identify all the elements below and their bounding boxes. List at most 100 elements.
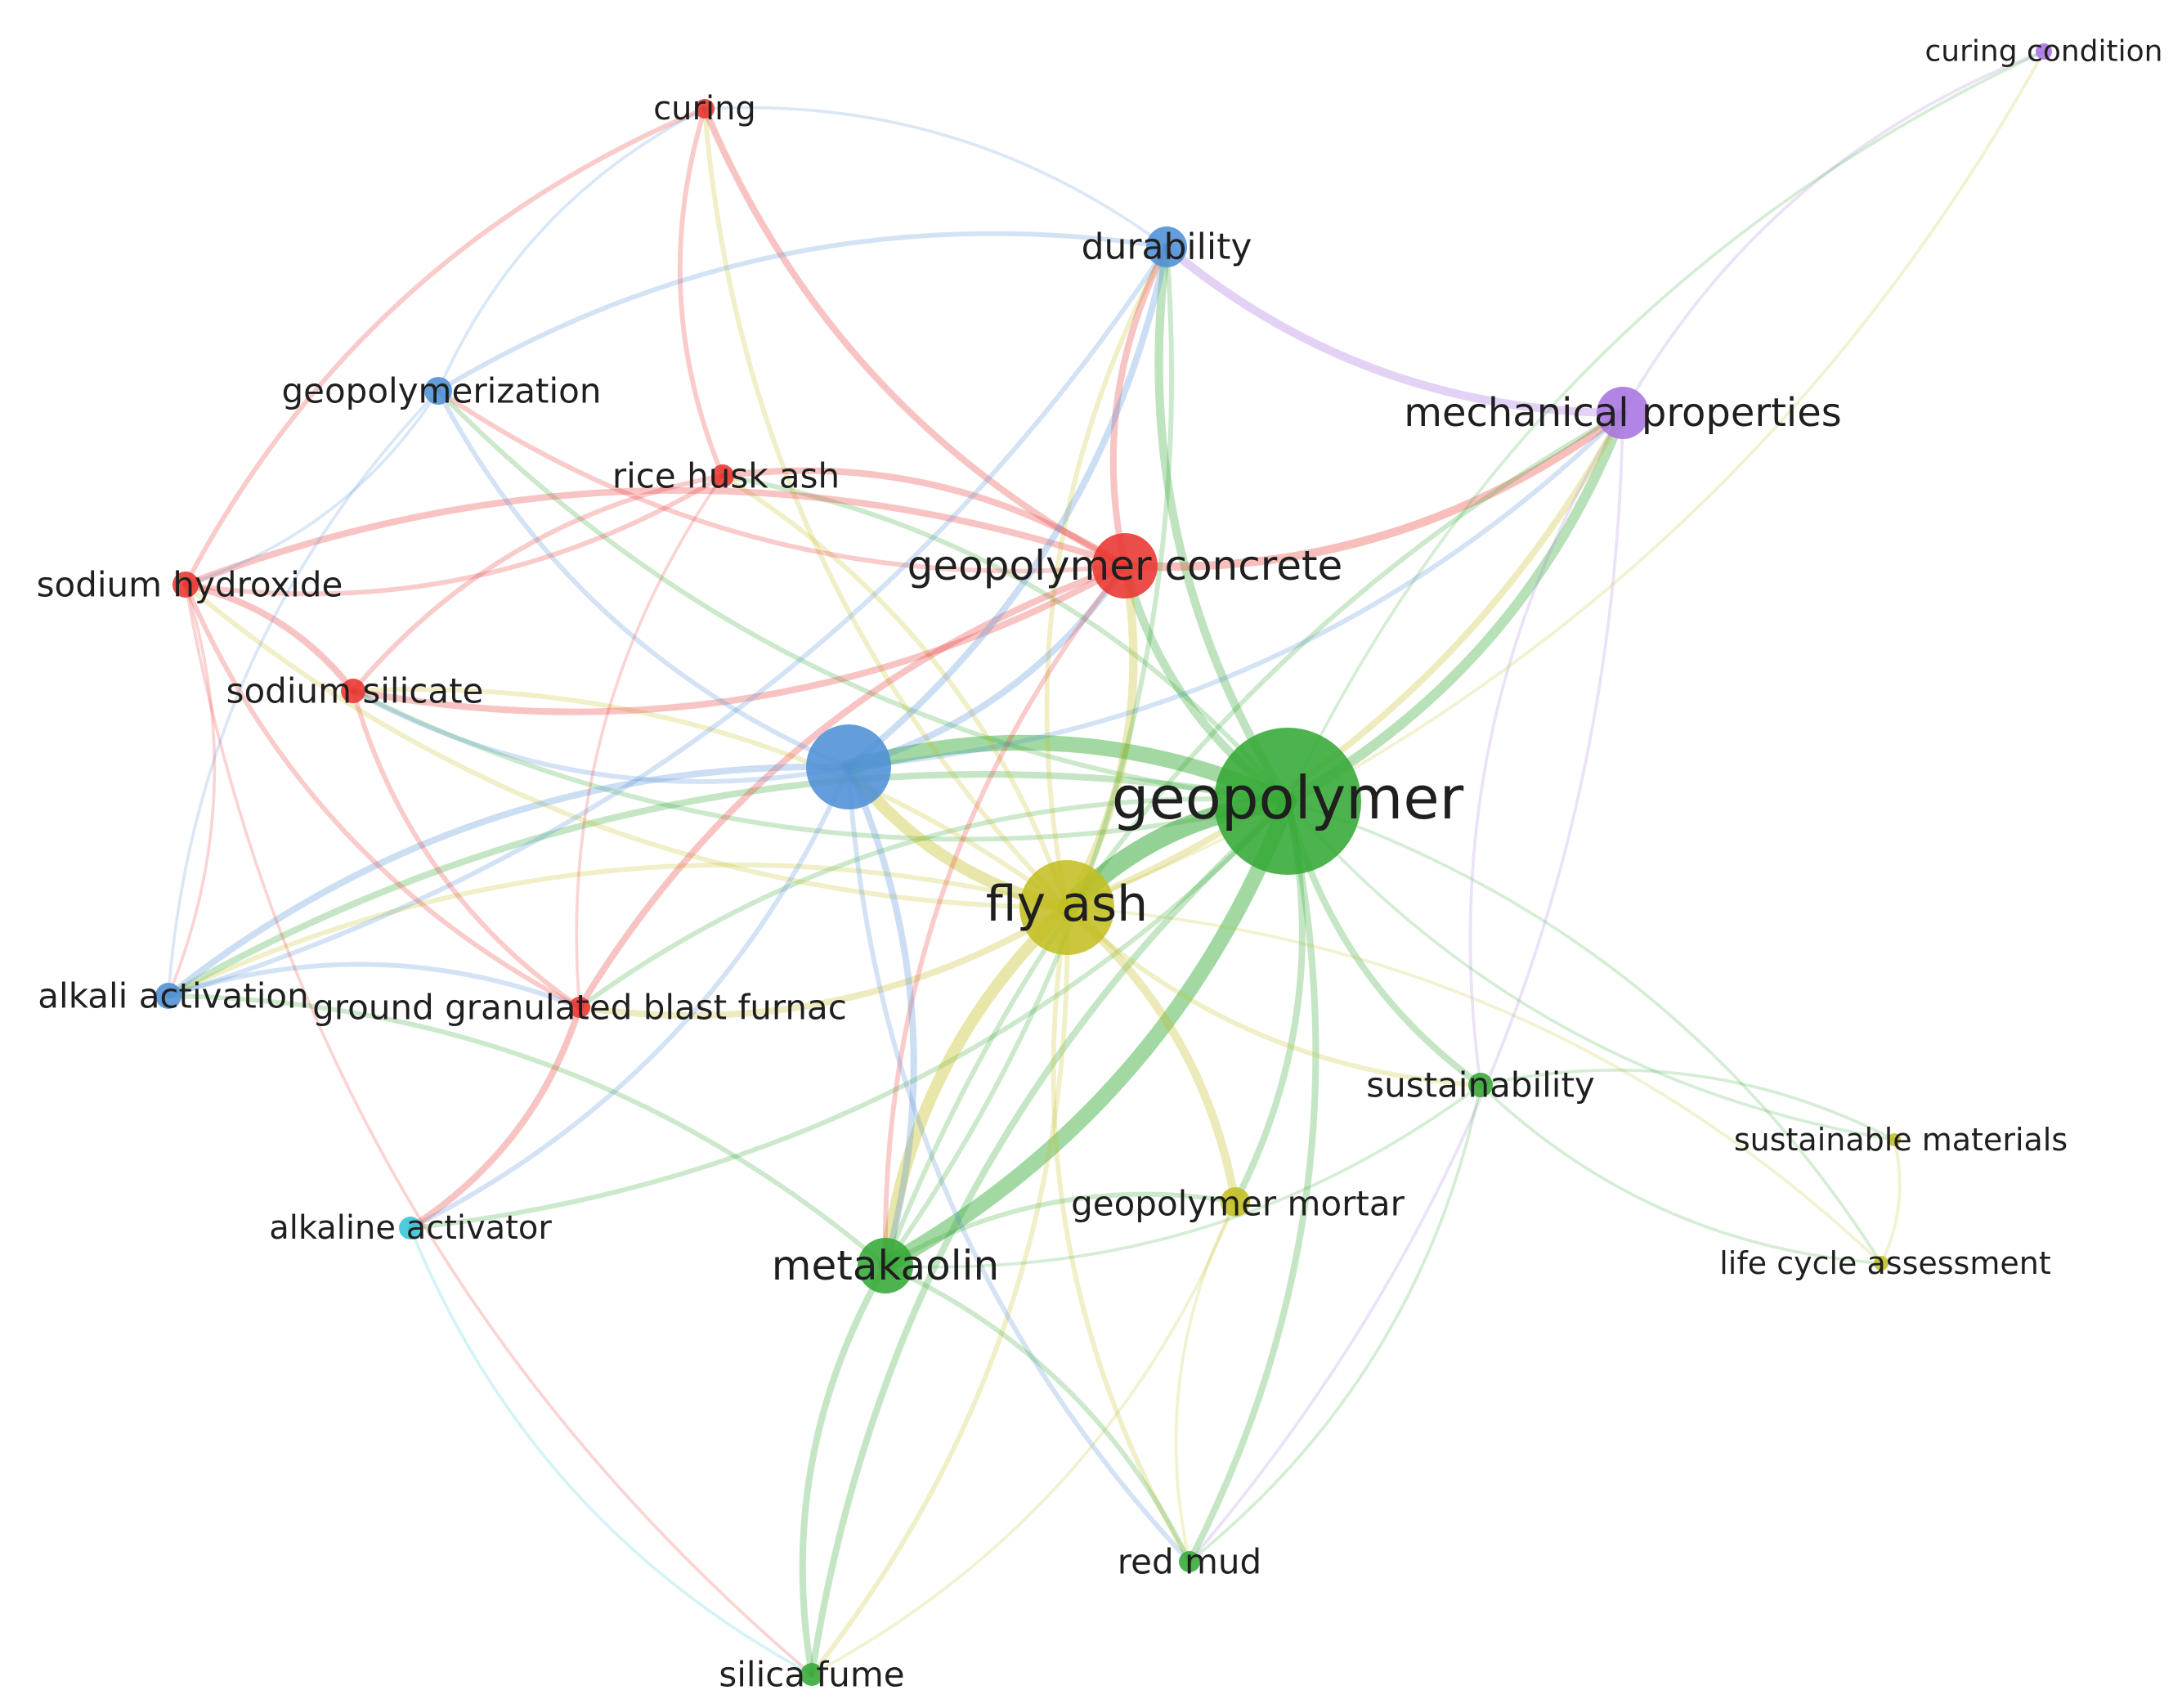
label-metakaolin: metakaolin [772, 1242, 1000, 1289]
node-red-mud[interactable] [1179, 1551, 1200, 1572]
link-fly-ash-durability [1044, 244, 1169, 910]
link-mechanical-properties-sustainability [1468, 411, 1624, 1087]
label-sodium-hydroxide: sodium hydroxide [37, 565, 343, 605]
link-geopolymer-mortar-red-mud [1174, 1200, 1237, 1563]
label-silica-fume: silica fume [719, 1655, 904, 1695]
node-geopolymerization[interactable] [424, 377, 452, 405]
node-curing-condition[interactable] [2036, 43, 2052, 60]
link-geopolymer-durability [1154, 242, 1293, 806]
link-curing-condition-geopolymer [1286, 50, 2045, 803]
link-hub-blue-sodium-silicate [351, 688, 851, 784]
link-durability-metakaolin [883, 244, 1175, 1268]
link-geopolymer-life-cycle-assessment [1286, 800, 1883, 1265]
node-sodium-hydroxide[interactable] [172, 572, 199, 598]
link-hub-blue-durability [845, 243, 1171, 771]
node-geopolymer-concrete[interactable] [1092, 533, 1158, 598]
link-durability-alkali-activation [166, 244, 1169, 998]
link-geopolymerization-alkali-activation [167, 389, 440, 997]
link-geopolymer-concrete-geopolymerization [436, 388, 1127, 574]
label-geopolymer-concrete: geopolymer concrete [907, 542, 1343, 590]
link-sodium-silicate-rice-husk-ash [351, 473, 725, 693]
link-fly-ash-curing [702, 106, 1069, 910]
link-mechanical-properties-curing-condition [1621, 50, 2045, 415]
node-ground-granulated-blast-furnace[interactable] [569, 997, 590, 1018]
label-sodium-silicate: sodium silicate [226, 671, 484, 711]
link-sodium-hydroxide-alkali-activation [167, 583, 217, 997]
link-geopolymerization-sodium-hydroxide [184, 389, 440, 586]
link-geopolymer-alkali-activation [164, 771, 1292, 1000]
node-geopolymer[interactable] [1214, 728, 1361, 875]
label-fly-ash: fly ash [986, 876, 1148, 933]
node-fly-ash[interactable] [1019, 860, 1114, 955]
link-geopolymer-silica-fume [808, 797, 1292, 1679]
link-hub-blue-alkali-activation [164, 763, 853, 1000]
links-layer [164, 50, 2045, 1679]
link-sustainability-sustainable-materials [1479, 1068, 1896, 1141]
label-alkali-activation: alkali activation [38, 976, 308, 1016]
link-geopolymer-rice-husk-ash [720, 473, 1290, 804]
link-geopolymer-mortar-silica-fume [810, 1200, 1237, 1676]
label-ground-granulated-blast-furnace: ground granulated blast furnac [312, 988, 847, 1028]
nodes-layer [155, 43, 2052, 1686]
link-sodium-hydroxide-curing [183, 106, 707, 587]
link-metakaolin-silica-fume [799, 1262, 889, 1679]
link-durability-mechanical-properties [1162, 242, 1628, 418]
label-geopolymerization: geopolymerization [281, 371, 601, 411]
link-sodium-hydroxide-sodium-silicate [181, 581, 357, 695]
link-metakaolin-alkali-activation [166, 993, 888, 1268]
link-fly-ash-ground-granulated-blast-furnace [576, 903, 1071, 1019]
node-alkaline-activator[interactable] [399, 1217, 422, 1240]
label-mechanical-properties: mechanical properties [1404, 390, 1842, 436]
link-fly-ash-life-cycle-assessment [1065, 906, 1883, 1265]
node-metakaolin[interactable] [858, 1238, 913, 1293]
node-geopolymer-mortar[interactable] [1221, 1187, 1250, 1217]
link-geopolymer-concrete-hub-blue [845, 562, 1129, 771]
link-hub-blue-metakaolin [845, 763, 917, 1270]
link-fly-ash-red-mud [1051, 905, 1192, 1564]
link-geopolymer-concrete-ground-granulated-blast-furnace [576, 562, 1129, 1011]
link-geopolymer-concrete-sodium-silicate [349, 562, 1129, 715]
node-rice-husk-ash[interactable] [711, 464, 734, 487]
node-sustainability[interactable] [1468, 1073, 1493, 1097]
link-geopolymer-sodium-silicate [351, 688, 1290, 842]
label-curing: curing [653, 90, 756, 128]
node-silica-fume[interactable] [800, 1663, 823, 1686]
link-curing-geopolymerization [437, 107, 706, 392]
node-hub-blue[interactable] [806, 724, 891, 809]
link-ground-granulated-blast-furnace-alkaline-activator [406, 1003, 584, 1232]
node-durability[interactable] [1146, 226, 1187, 267]
node-life-cycle-assessment[interactable] [1874, 1256, 1889, 1271]
link-fly-ash-geopolymer-concrete [1062, 561, 1138, 912]
link-hub-blue-red-mud [846, 764, 1192, 1564]
link-rice-husk-ash-ground-granulated-blast-furnace [575, 474, 724, 1009]
label-red-mud: red mud [1118, 1542, 1261, 1582]
label-sustainable-materials: sustainable materials [1734, 1122, 2068, 1158]
link-geopolymer-concrete-rice-husk-ash [719, 467, 1129, 570]
link-sustainable-materials-life-cycle-assessment [1880, 1138, 1902, 1265]
link-fly-ash-mechanical-properties [1063, 409, 1627, 912]
link-metakaolin-sustainability [884, 1083, 1482, 1269]
link-geopolymer-ground-granulated-blast-furnace [577, 796, 1290, 1010]
link-fly-ash-sodium-silicate [351, 687, 1069, 910]
label-sustainability: sustainability [1366, 1065, 1595, 1105]
link-geopolymer-metakaolin [877, 793, 1296, 1274]
node-mechanical-properties[interactable] [1597, 387, 1649, 439]
link-geopolymer-red-mud [1185, 797, 1320, 1566]
label-durability: durability [1082, 226, 1252, 268]
link-geopolymer-concrete-metakaolin [882, 563, 1127, 1268]
link-fly-ash-sustainability [1064, 905, 1483, 1087]
link-fly-ash-metakaolin [879, 901, 1073, 1272]
link-metakaolin-geopolymer-mortar [883, 1191, 1238, 1268]
link-sodium-hydroxide-rice-husk-ash [183, 473, 725, 597]
link-durability-geopolymerization [436, 231, 1169, 393]
link-fly-ash-geopolymer-mortar [1062, 903, 1240, 1207]
link-hub-blue-alkaline-activator [408, 764, 851, 1231]
node-alkali-activation[interactable] [155, 983, 181, 1009]
node-sodium-silicate[interactable] [341, 679, 365, 703]
link-rice-husk-ash-curing [677, 106, 725, 478]
node-sustainable-materials[interactable] [1888, 1133, 1901, 1146]
link-mechanical-properties-metakaolin [883, 410, 1625, 1268]
node-curing[interactable] [695, 99, 715, 119]
link-ground-granulated-blast-furnace-alkali-activation [166, 962, 582, 1010]
